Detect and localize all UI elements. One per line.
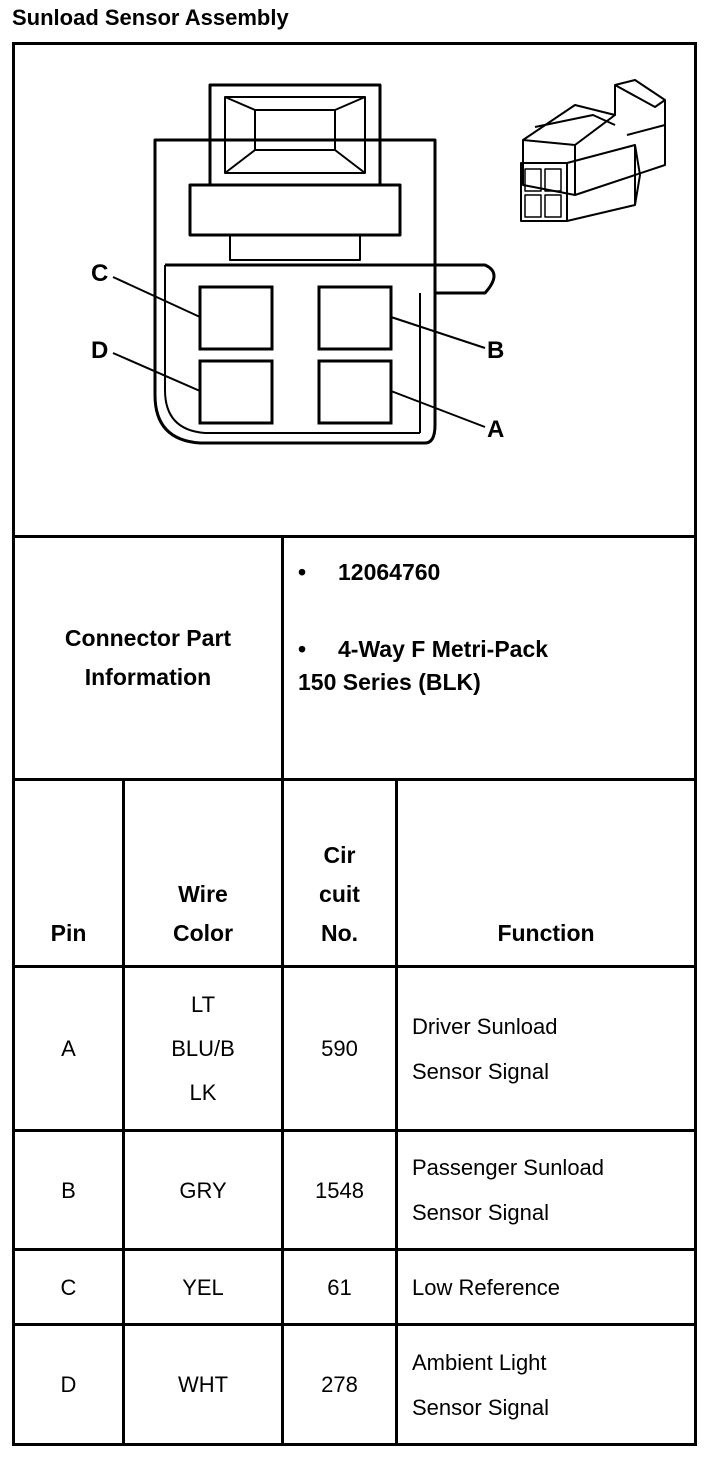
table-row: B — [15, 1132, 122, 1248]
wire-color-line: WHT — [177, 1372, 229, 1397]
pin-cell: D — [60, 1372, 77, 1397]
header-wire-color: Wire Color — [125, 781, 281, 965]
divider — [281, 778, 284, 1446]
header-circuit-line: cuit — [319, 881, 360, 907]
connector-isometric-view — [520, 79, 666, 222]
circuit-number: 1548 — [315, 1177, 364, 1203]
circuit-number: 590 — [321, 1036, 358, 1061]
circuit-cell: 61 — [284, 1251, 395, 1323]
function-line: Passenger Sunload — [412, 1155, 605, 1180]
wire-color-line: LT — [190, 991, 216, 1017]
circuit-number: 278 — [321, 1372, 358, 1397]
divider — [12, 1323, 697, 1326]
pin-label-c: C — [91, 260, 108, 287]
pin-label-a: A — [487, 416, 504, 443]
connector-description-cont: 150 Series (BLK) — [298, 669, 481, 695]
wire-color-line: LK — [189, 1079, 217, 1105]
cavity-c — [198, 285, 274, 351]
table-row: C — [15, 1251, 122, 1323]
function-line: Low Reference — [412, 1274, 560, 1300]
divider — [12, 965, 697, 968]
connector-description: 4-Way F Metri-Pack — [338, 636, 549, 662]
circuit-cell: 590 — [284, 968, 395, 1129]
pin-cell: C — [60, 1274, 77, 1300]
cavity-b — [317, 285, 393, 351]
cavity-d — [198, 359, 274, 425]
function-line: Sensor Signal — [412, 1058, 549, 1084]
bullet: • — [298, 559, 307, 585]
page-title: Sunload Sensor Assembly — [12, 5, 289, 30]
function-line: Driver Sunload — [412, 1013, 558, 1039]
function-cell: Driver Sunload Sensor Signal — [412, 968, 694, 1129]
header-circuit-line: No. — [320, 920, 359, 946]
header-circuit: Cir cuit No. — [284, 781, 395, 965]
connector-info-label-line: Connector Part — [64, 625, 232, 651]
divider — [12, 1248, 697, 1251]
table-row: D — [15, 1326, 122, 1443]
circuit-number: 61 — [327, 1274, 352, 1300]
connector-body — [153, 138, 437, 445]
connector-info-label-line: Information — [84, 664, 212, 690]
header-circuit-line: Cir — [323, 842, 356, 868]
description-line: • 4-Way F Metri-Pack — [298, 633, 548, 666]
table-frame — [12, 42, 697, 1446]
pin-cell: A — [61, 1036, 76, 1061]
circuit-cell: 1548 — [284, 1132, 395, 1248]
function-line: Ambient Light — [412, 1349, 547, 1375]
wire-color-cell: GRY — [125, 1132, 281, 1248]
wire-color-line: GRY — [179, 1177, 227, 1203]
header-wire-color-line: Wire — [178, 881, 228, 907]
connector-diagram: C D B A — [91, 79, 666, 445]
circuit-cell: 278 — [284, 1326, 395, 1443]
pin-cell: B — [61, 1177, 76, 1203]
table-row: A — [15, 968, 122, 1129]
part-number-line: • 12064760 — [298, 556, 548, 589]
divider — [395, 778, 398, 1446]
wire-color-cell: YEL — [125, 1251, 281, 1323]
connector-info-label: Connector Part Information — [15, 538, 281, 778]
divider — [12, 1129, 697, 1132]
connector-latch — [208, 83, 382, 187]
wire-color-cell: LT BLU/B LK — [125, 968, 281, 1129]
header-wire-color-line: Color — [172, 920, 234, 946]
header-function: Function — [497, 920, 595, 946]
part-number: 12064760 — [338, 559, 441, 585]
function-cell: Passenger Sunload Sensor Signal — [412, 1132, 694, 1248]
wire-color-line: YEL — [182, 1274, 224, 1300]
bullet: • — [298, 636, 307, 662]
divider — [12, 535, 697, 538]
function-line: Sensor Signal — [412, 1394, 549, 1420]
wire-color-line: BLU/B — [171, 1035, 235, 1061]
pin-label-d: D — [91, 337, 108, 364]
divider — [12, 778, 697, 781]
header-pin: Pin — [50, 920, 87, 946]
function-cell: Ambient Light Sensor Signal — [412, 1326, 694, 1443]
wire-color-cell: WHT — [125, 1326, 281, 1443]
divider — [281, 535, 284, 781]
function-cell: Low Reference — [412, 1251, 694, 1323]
connector-info-details: • 12064760 • 4-Way F Metri-Pack 150 Series… — [298, 556, 548, 699]
function-line: Sensor Signal — [412, 1200, 549, 1225]
cavity-a — [317, 359, 393, 425]
pin-label-b: B — [487, 337, 504, 364]
divider — [122, 778, 125, 1446]
